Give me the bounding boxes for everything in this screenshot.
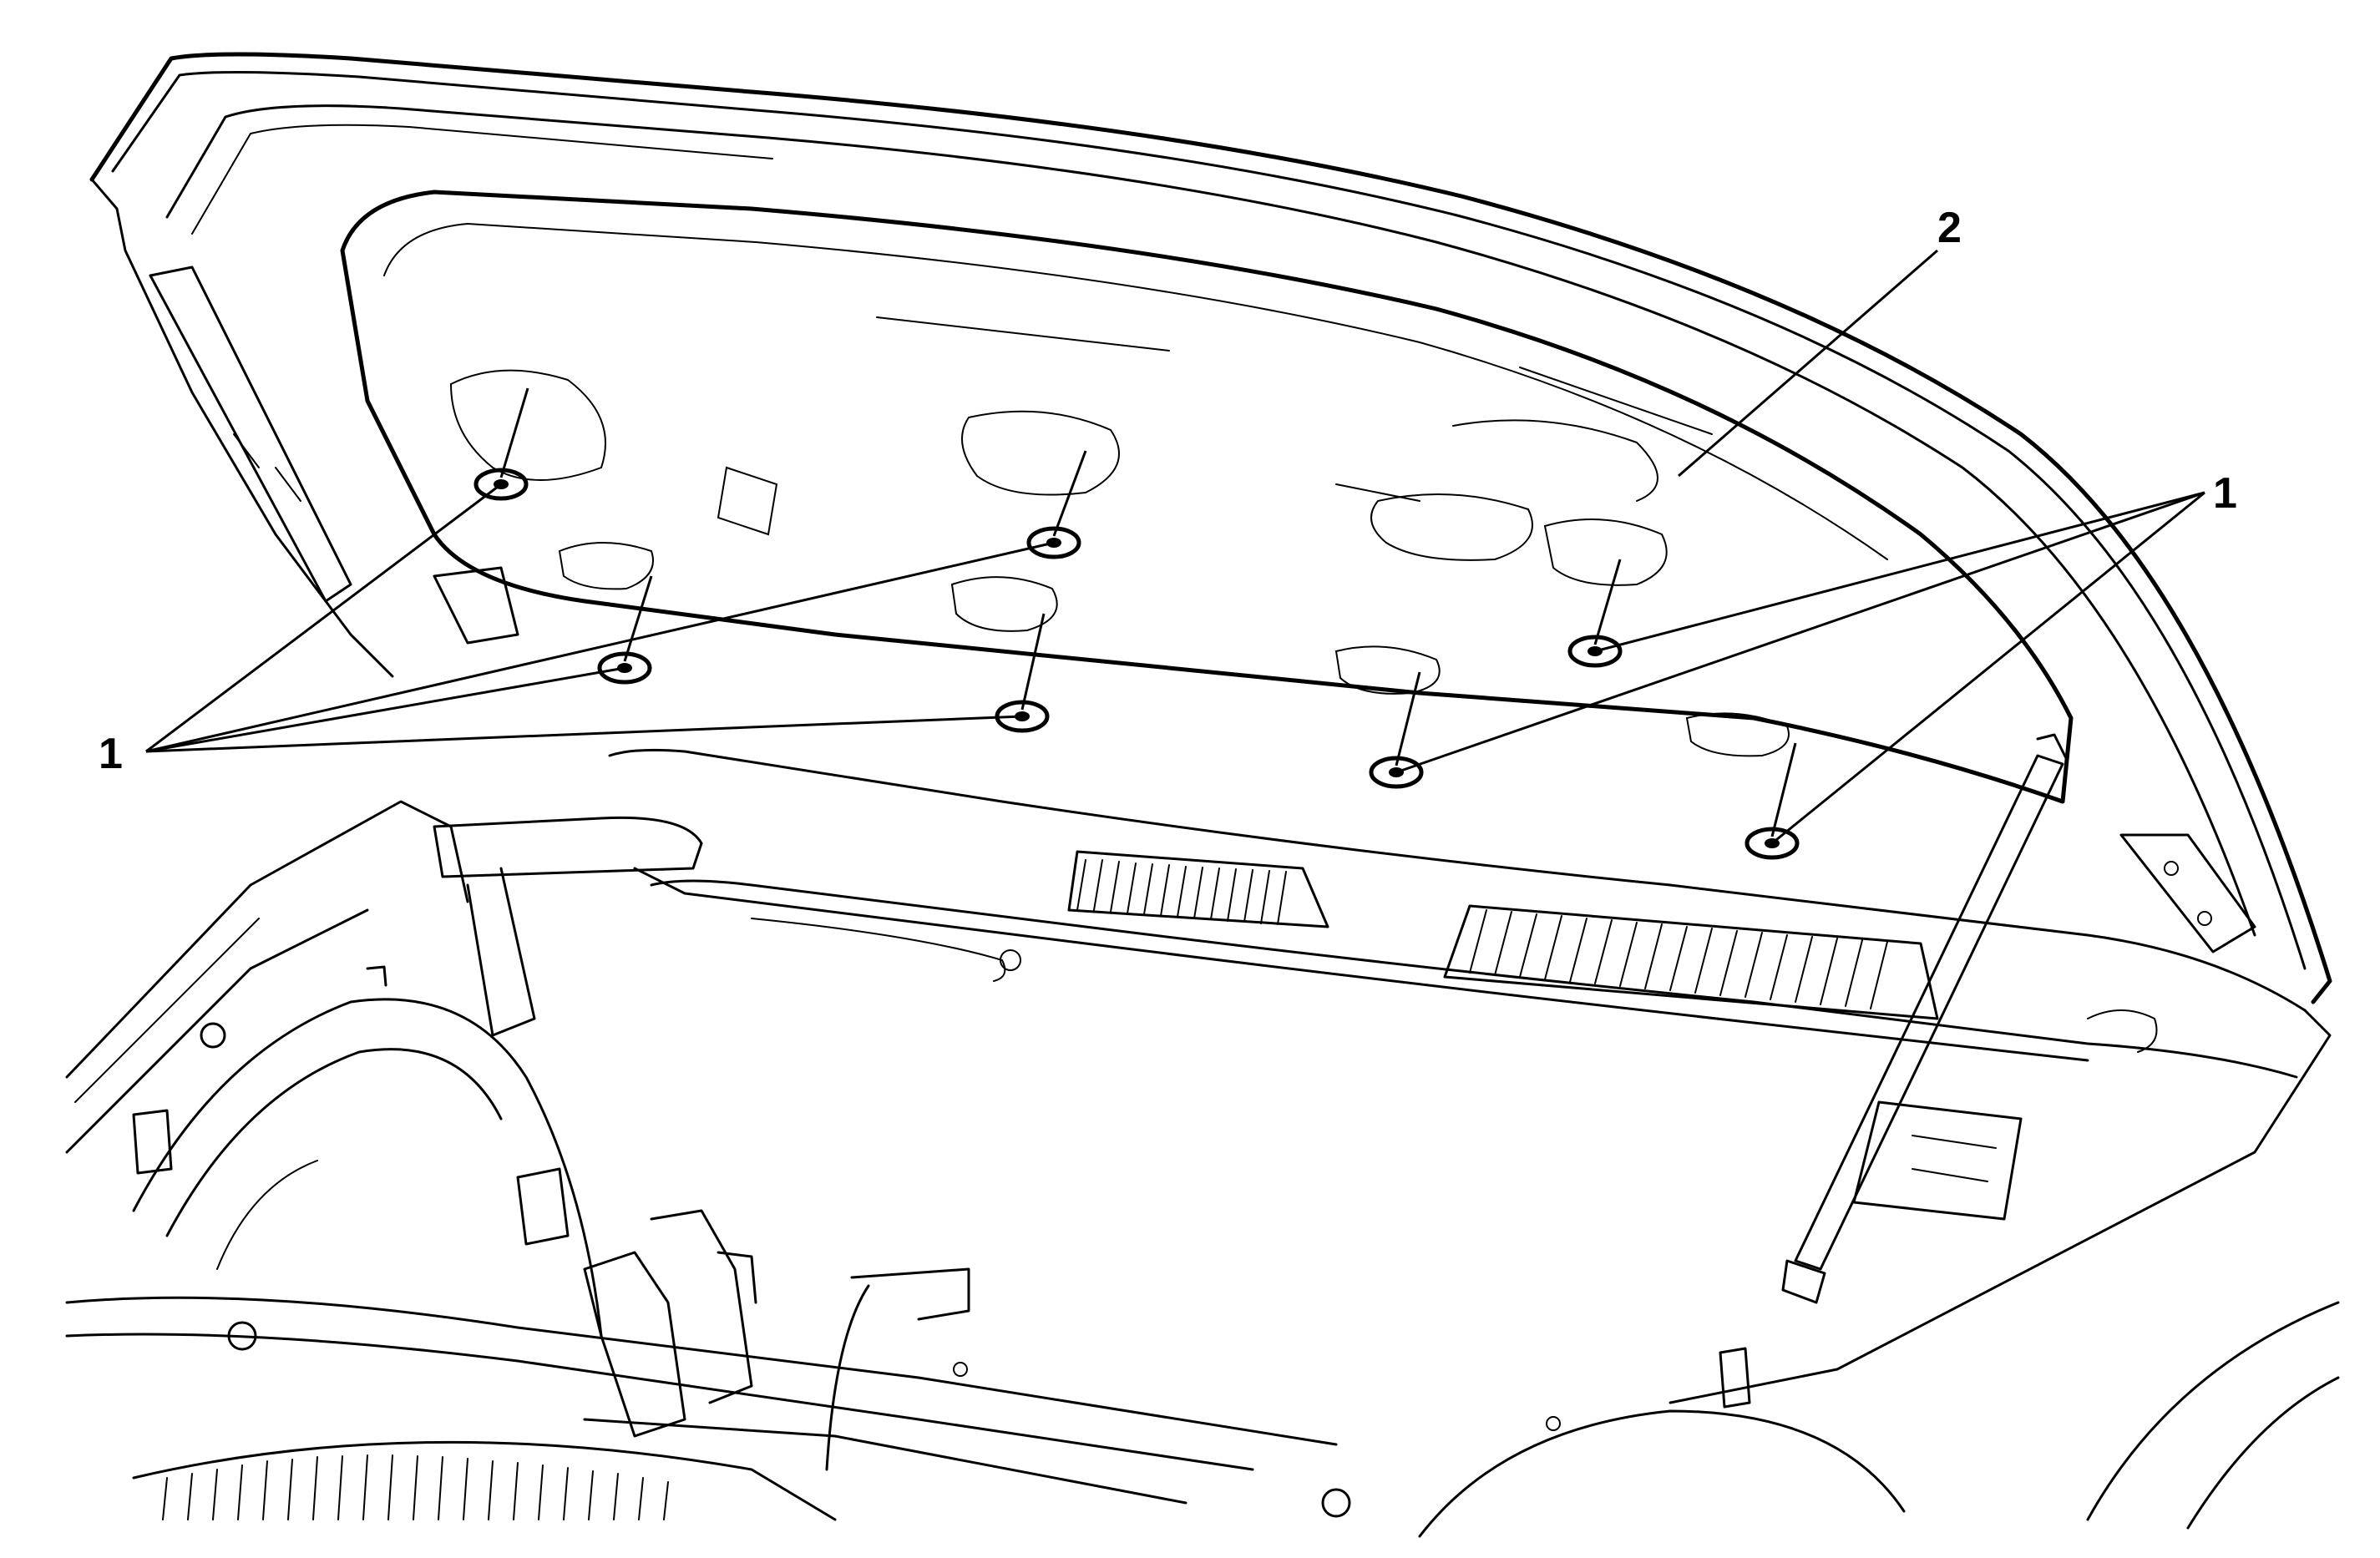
cowl-screen-right xyxy=(1443,904,1939,1020)
retainer-6 xyxy=(1567,559,1623,668)
callout-label-1-right: 1 xyxy=(2213,469,2237,518)
engine-compartment xyxy=(65,800,2340,1538)
retainer-3 xyxy=(597,575,653,685)
callout-label-1-left: 1 xyxy=(99,730,123,778)
retainer-7 xyxy=(1744,742,1800,860)
callout-label-2: 2 xyxy=(1937,204,1962,252)
insulator-retainers xyxy=(473,387,1800,860)
cowl-panel xyxy=(608,748,2307,1079)
hood-strut xyxy=(1781,733,2069,1304)
hood-panel xyxy=(89,52,2332,1004)
hood-insulator-outline xyxy=(340,190,2074,804)
retainer-2 xyxy=(1026,450,1087,559)
cowl-screen-left xyxy=(1067,850,1329,928)
retainer-1 xyxy=(473,387,529,501)
callout-leaders xyxy=(145,249,2205,845)
